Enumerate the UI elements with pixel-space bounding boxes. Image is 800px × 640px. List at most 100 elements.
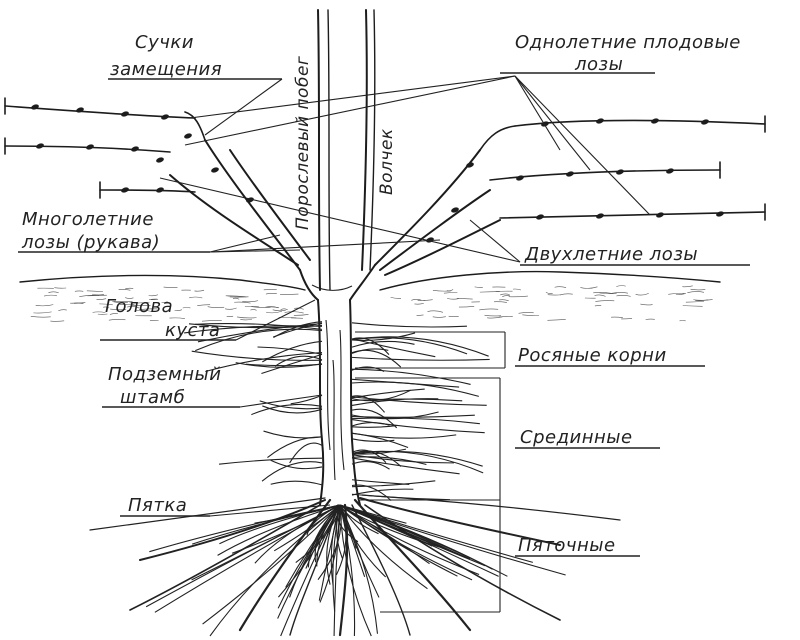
label-bush-head-line1: Голова	[105, 296, 173, 317]
fine-root	[231, 504, 341, 554]
soil-hatch-stroke	[207, 306, 225, 308]
soil-hatch-stroke	[48, 291, 59, 294]
fine-root	[195, 322, 323, 330]
fine-root	[259, 400, 323, 410]
fine-root	[217, 504, 341, 556]
fine-root	[351, 417, 480, 425]
fine-root	[289, 442, 323, 464]
label-annual-fruit-vines-line1: Однолетние плодовые	[515, 32, 741, 53]
fine-root	[351, 438, 395, 442]
fine-root	[351, 419, 485, 434]
fine-root	[351, 493, 450, 501]
soil-hatch-stroke	[272, 309, 286, 312]
cane-buds	[426, 118, 724, 243]
soil-hatch-stroke	[545, 292, 553, 294]
soil-hatch-stroke	[640, 303, 653, 306]
soil-hatch-stroke	[668, 292, 686, 295]
soil-hatch-stroke	[687, 291, 705, 293]
bud	[536, 214, 544, 220]
fine-root	[351, 488, 414, 496]
label-underground-trunk-line2: штамб	[120, 387, 185, 408]
label-bush-head-line2: куста	[165, 320, 220, 341]
soil-hatch-stroke	[197, 304, 211, 306]
fine-root	[351, 356, 490, 361]
soil-hatch-stroke	[129, 301, 150, 304]
soil-hatch-stroke	[498, 316, 513, 318]
bud	[156, 157, 164, 163]
shoot-from-root-stem	[317, 9, 331, 291]
left-perennial-arms	[169, 111, 311, 271]
label-heel: Пятка	[128, 495, 187, 516]
soil-hatch-stroke	[150, 298, 159, 300]
soil-hatch-stroke	[611, 292, 629, 294]
soil-hatch-stroke	[86, 290, 103, 293]
soil-hatch-stroke	[446, 289, 454, 292]
fine-root	[277, 504, 341, 598]
label-underground-trunk-line1: Подземный	[108, 364, 221, 385]
soil-hatch-stroke	[693, 299, 713, 301]
label-annual-fruit-vines-line2: лозы	[574, 54, 623, 75]
fine-root	[351, 348, 389, 354]
soil-hatch-stroke	[484, 314, 502, 317]
fine-root	[339, 504, 508, 577]
soil-hatch-stroke	[265, 306, 279, 309]
soil-hatch-stroke	[30, 316, 51, 318]
soil-hatch-stroke	[547, 319, 566, 321]
bud	[451, 207, 459, 213]
fine-root	[351, 479, 410, 485]
bud	[656, 212, 664, 218]
leader-lines	[18, 72, 750, 613]
left-canes	[4, 97, 254, 203]
soil-hatch-stroke	[234, 301, 251, 304]
fine-root	[191, 504, 341, 545]
fine-root	[270, 459, 323, 470]
soil-hatch-stroke	[136, 310, 153, 312]
label-middle-roots: Срединные	[520, 427, 633, 448]
soil-hatch-stroke	[593, 292, 613, 294]
fine-root	[305, 504, 341, 569]
soil-hatch-stroke	[443, 291, 458, 294]
fine-root	[270, 480, 323, 486]
soil-hatch-stroke	[87, 294, 107, 297]
soil-hatch-stroke	[201, 319, 222, 322]
fine-root	[351, 454, 454, 464]
soil-hatch-stroke	[293, 314, 309, 316]
soil-hatch-stroke	[502, 295, 511, 297]
fine-root	[351, 484, 392, 502]
soil-hatch-stroke	[682, 285, 693, 288]
fine-root	[267, 436, 323, 458]
fine-root	[351, 425, 397, 428]
soil-hatch-stroke	[280, 308, 288, 311]
soil-hatch-stroke	[92, 311, 106, 313]
soil-hatch-stroke	[611, 316, 623, 319]
fine-root	[245, 363, 323, 367]
soil-hatch-stroke	[458, 305, 475, 308]
soil-hatch-stroke	[456, 298, 473, 300]
bush-head	[299, 264, 376, 301]
bud	[121, 187, 129, 193]
fine-root	[262, 340, 323, 363]
soil-hatch-stroke	[242, 300, 259, 303]
fine-root	[351, 450, 483, 467]
soil-hatch-stroke	[616, 295, 631, 297]
bud	[184, 133, 192, 139]
soil-hatch-stroke	[112, 301, 128, 304]
soil-hatch-stroke	[685, 301, 704, 303]
soil-hatch-stroke	[580, 286, 598, 289]
fine-root	[351, 388, 425, 399]
fine-root	[351, 378, 460, 388]
fine-root	[351, 340, 415, 348]
fine-root	[339, 504, 357, 549]
soil-hatch-stroke	[284, 311, 304, 314]
soil-hatch-stroke	[411, 298, 422, 301]
bud	[701, 119, 709, 125]
fine-root	[351, 480, 436, 488]
soil-hatch-stroke	[621, 318, 633, 320]
bud	[666, 168, 674, 174]
soil-hatch-stroke	[125, 297, 134, 299]
fine-root	[154, 504, 341, 613]
soil-hatch-stroke	[263, 289, 277, 291]
fine-root	[261, 461, 323, 482]
bud	[161, 114, 169, 120]
fine-root	[263, 430, 323, 439]
